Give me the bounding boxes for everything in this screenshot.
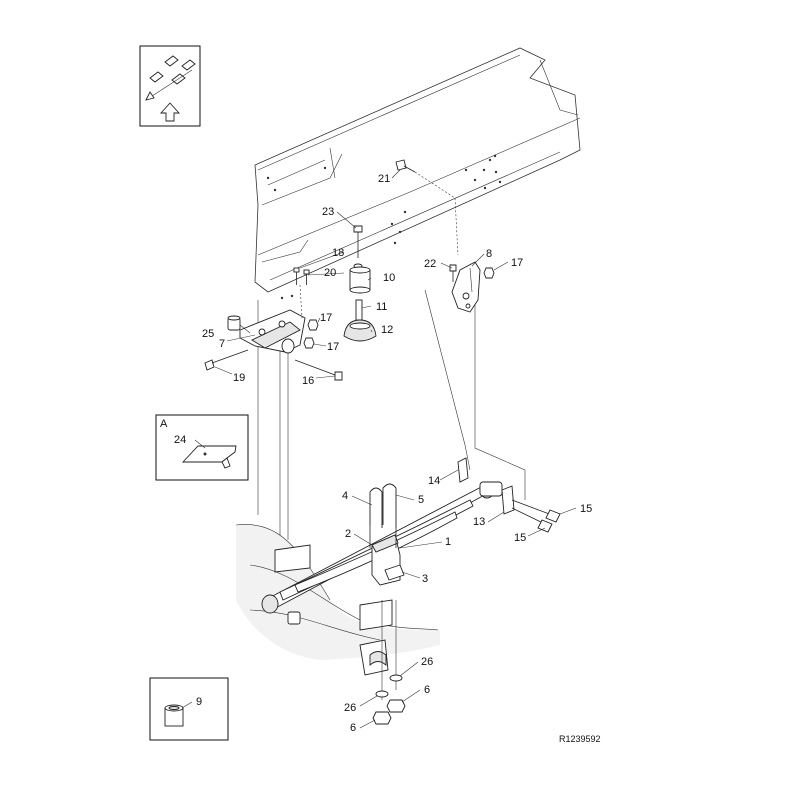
u-bolt-5 [382, 483, 397, 548]
leader-lines [181, 169, 577, 729]
shackle-bolt-15-b [511, 507, 553, 533]
callout-15-a: 15 [580, 503, 592, 515]
bushing-25 [227, 315, 241, 331]
bump-stop-12 [343, 319, 377, 342]
callout-labels: 21 23 18 20 10 11 12 17 17 25 7 19 16 22… [160, 173, 601, 744]
callout-17-c: 17 [511, 257, 523, 269]
spacer-3 [384, 564, 405, 581]
bolt-23 [353, 225, 363, 258]
plate-24 [181, 445, 237, 469]
callout-21: 21 [378, 173, 390, 185]
washer-26-b [375, 690, 389, 698]
u-bolt-4 [369, 487, 383, 548]
nut-17-b [303, 337, 315, 349]
callout-26-a: 26 [421, 656, 433, 668]
shackle-plate-13 [501, 485, 515, 515]
callout-19: 19 [233, 372, 245, 384]
nut-6-a [386, 699, 406, 713]
chassis-frame-rail [254, 47, 581, 300]
callout-17-b: 17 [327, 341, 339, 353]
callout-6-a: 6 [424, 684, 430, 696]
callout-16: 16 [302, 375, 314, 387]
front-spring-bracket [239, 309, 306, 354]
callout-1: 1 [445, 536, 451, 548]
vehicle-orientation-icon [145, 55, 196, 101]
callout-11: 11 [376, 301, 387, 313]
callout-22: 22 [424, 258, 436, 270]
callout-20: 20 [324, 267, 336, 279]
frame-holes [266, 154, 502, 300]
forward-arrow-icon [159, 102, 181, 122]
orientation-icon-box [139, 45, 201, 127]
callout-12: 12 [381, 324, 393, 336]
washer-26-a [389, 674, 403, 682]
axle-housing [235, 524, 440, 660]
bolt-21 [395, 159, 416, 173]
callout-3: 3 [422, 573, 428, 585]
bolt-18 [293, 267, 300, 285]
callout-2: 2 [345, 528, 351, 540]
bracket-zoom-lines [257, 289, 526, 540]
bushing-front-eye [287, 611, 301, 625]
callout-26-b: 26 [344, 702, 356, 714]
stud-11 [355, 299, 363, 321]
callout-17-a: 17 [320, 312, 332, 324]
callout-8: 8 [486, 248, 492, 260]
inset-a-letter: A [160, 418, 168, 430]
nut-6-b [372, 711, 392, 725]
rear-bracket-8 [451, 261, 481, 313]
callout-10: 10 [383, 272, 395, 284]
callout-13: 13 [473, 516, 485, 528]
callout-23: 23 [322, 206, 334, 218]
bolt-22 [449, 264, 457, 282]
callout-7: 7 [219, 338, 225, 350]
callout-15-b: 15 [514, 532, 526, 544]
bolt-16 [294, 359, 343, 381]
nut-17-c [483, 267, 495, 279]
inset-a-box [155, 414, 249, 481]
callout-24: 24 [174, 434, 186, 446]
bolt-19 [204, 349, 249, 371]
bushing-9 [164, 704, 184, 727]
callout-6-b: 6 [350, 722, 356, 734]
bump-stop-spacer-10 [349, 266, 371, 294]
callout-14: 14 [428, 475, 440, 487]
callout-4: 4 [342, 490, 348, 502]
bolt-20 [303, 269, 310, 285]
shackle-plate-14 [457, 457, 469, 483]
shackle-bolt-15-a [511, 499, 561, 523]
nut-17-a [307, 319, 319, 331]
callout-18: 18 [332, 247, 344, 259]
inset-9-box [149, 677, 229, 741]
bushing-rear-eye [479, 481, 503, 497]
callout-25: 25 [202, 328, 214, 340]
callout-9: 9 [196, 696, 202, 708]
reference-code: R1239592 [559, 734, 601, 744]
callout-5: 5 [418, 494, 424, 506]
